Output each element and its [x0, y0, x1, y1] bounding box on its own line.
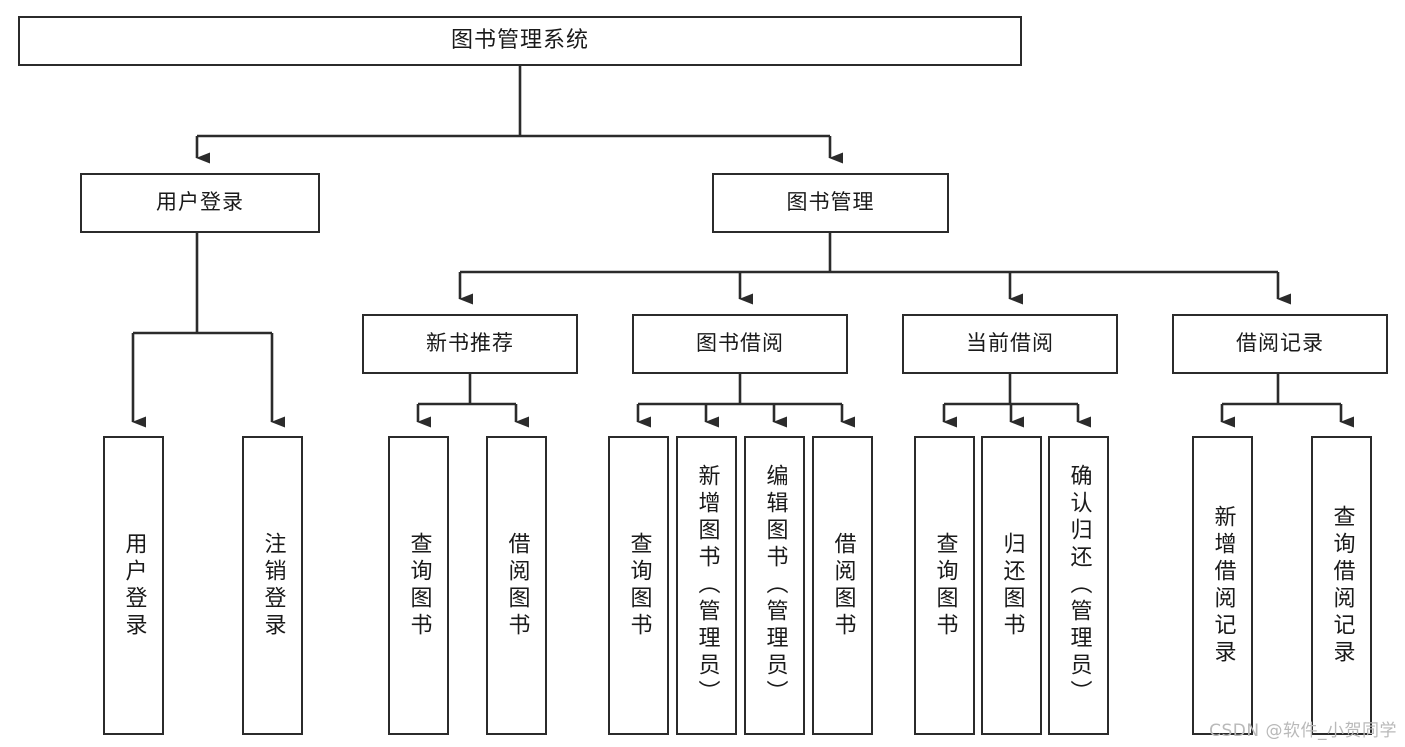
leaf-new-book-1[interactable]: 借阅图书 [486, 436, 547, 735]
node-current-borrow[interactable]: 当前借阅 [902, 314, 1118, 374]
node-current-borrow-label: 当前借阅 [966, 331, 1054, 356]
leaf-current-borrow-2[interactable]: 确认归还（管理员） [1048, 436, 1109, 735]
leaf-label: 查询图书 [932, 531, 958, 640]
leaf-borrow-record-1[interactable]: 查询借阅记录 [1311, 436, 1372, 735]
leaf-current-borrow-1[interactable]: 归还图书 [981, 436, 1042, 735]
leaf-label: 归还图书 [999, 531, 1025, 640]
leaf-label: 新增借阅记录 [1210, 504, 1236, 667]
node-book-management[interactable]: 图书管理 [712, 173, 949, 233]
leaf-book-borrow-2[interactable]: 编辑图书（管理员） [744, 436, 805, 735]
node-borrow-record[interactable]: 借阅记录 [1172, 314, 1388, 374]
leaf-label: 查询图书 [406, 531, 432, 640]
leaf-label: 查询借阅记录 [1329, 504, 1355, 667]
leaf-borrow-record-0[interactable]: 新增借阅记录 [1192, 436, 1253, 735]
leaf-book-borrow-1[interactable]: 新增图书（管理员） [676, 436, 737, 735]
leaf-book-borrow-0[interactable]: 查询图书 [608, 436, 669, 735]
node-user-login[interactable]: 用户登录 [80, 173, 320, 233]
leaf-label: 查询图书 [626, 531, 652, 640]
node-new-book-recommend-label: 新书推荐 [426, 331, 514, 356]
node-book-borrow[interactable]: 图书借阅 [632, 314, 848, 374]
node-root[interactable]: 图书管理系统 [18, 16, 1022, 66]
leaf-label: 确认归还（管理员） [1066, 464, 1092, 707]
leaf-label: 借阅图书 [504, 531, 530, 640]
node-borrow-record-label: 借阅记录 [1236, 331, 1324, 356]
watermark: CSDN @软件_小贺同学 [1209, 721, 1397, 741]
node-root-label: 图书管理系统 [450, 27, 589, 53]
leaf-label: 注销登录 [260, 531, 286, 640]
node-user-login-label: 用户登录 [156, 190, 244, 215]
leaf-label: 借阅图书 [830, 531, 856, 640]
leaf-label: 编辑图书（管理员） [762, 464, 788, 707]
leaf-user-login-0[interactable]: 用户登录 [103, 436, 164, 735]
leaf-user-login-1[interactable]: 注销登录 [242, 436, 303, 735]
node-book-borrow-label: 图书借阅 [696, 331, 784, 356]
leaf-new-book-0[interactable]: 查询图书 [388, 436, 449, 735]
node-new-book-recommend[interactable]: 新书推荐 [362, 314, 578, 374]
leaf-current-borrow-0[interactable]: 查询图书 [914, 436, 975, 735]
leaf-book-borrow-3[interactable]: 借阅图书 [812, 436, 873, 735]
leaf-label: 用户登录 [121, 531, 147, 640]
leaf-label: 新增图书（管理员） [694, 464, 720, 707]
node-book-management-label: 图书管理 [786, 190, 875, 215]
